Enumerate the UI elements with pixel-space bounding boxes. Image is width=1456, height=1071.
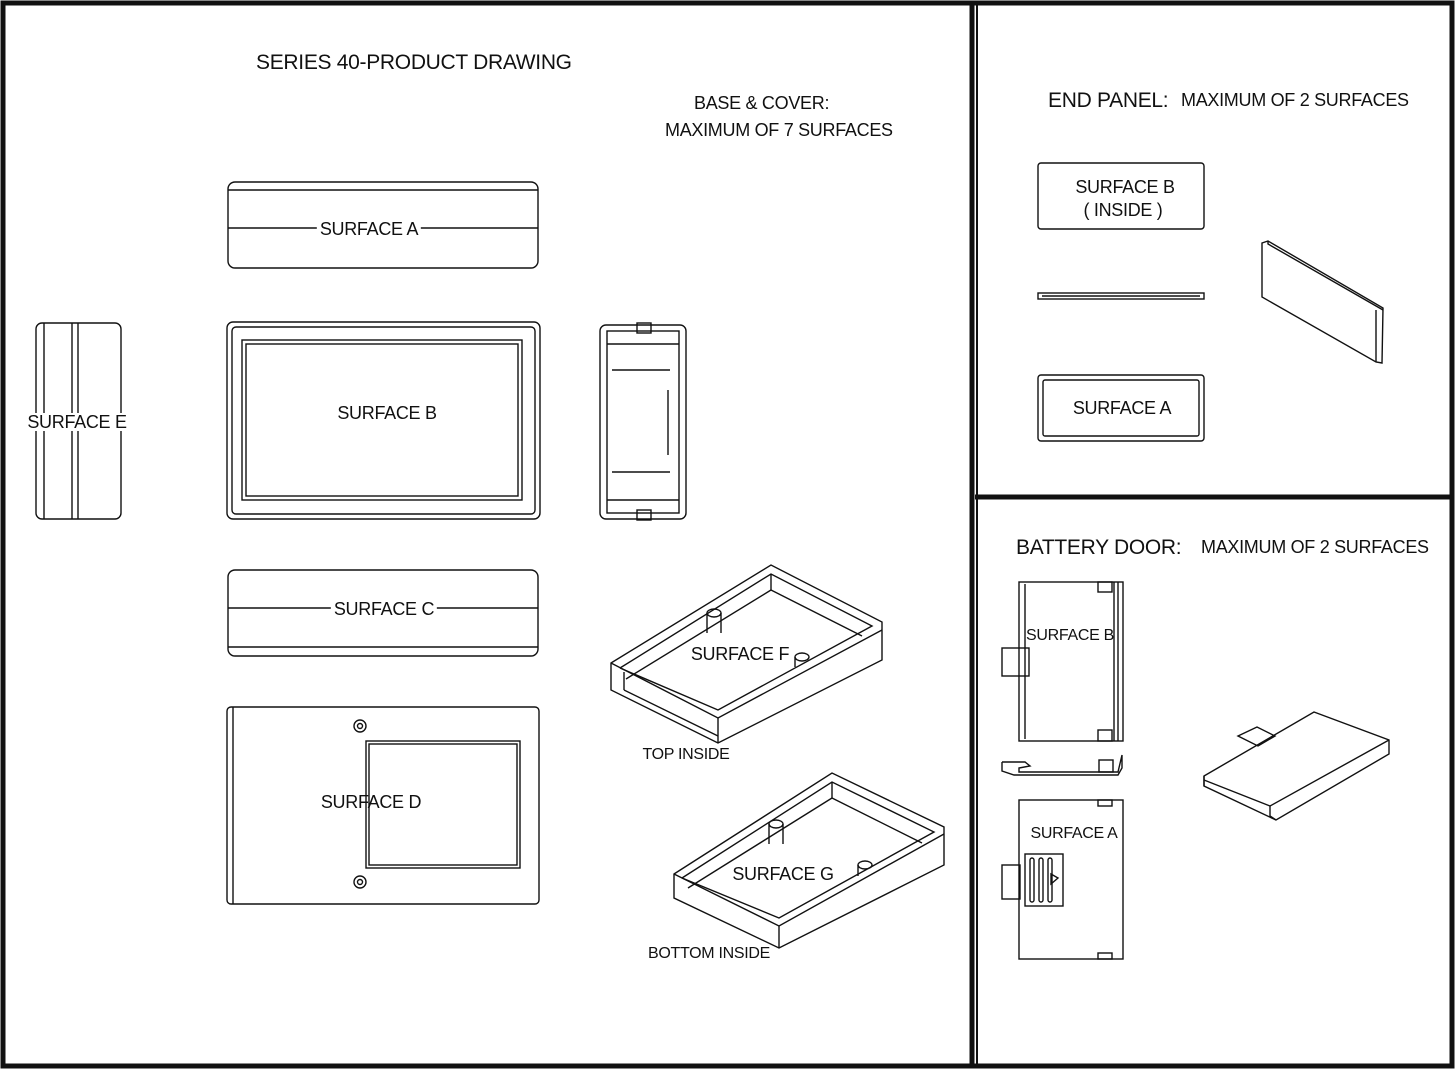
end-view xyxy=(599,322,687,521)
end-panel-surface-a-label: SURFACE A xyxy=(1072,398,1172,418)
end-panel-title: END PANEL: xyxy=(1048,89,1169,112)
page-title: SERIES 40-PRODUCT DRAWING xyxy=(256,51,572,74)
surface-c-label: SURFACE C xyxy=(330,600,438,618)
surface-a-label: SURFACE A xyxy=(316,220,422,238)
surface-d-label: SURFACE D xyxy=(320,792,422,812)
surface-f-label: SURFACE F xyxy=(690,644,790,664)
top-inside-label: TOP INSIDE xyxy=(642,746,730,763)
base-cover-label: BASE & COVER: xyxy=(694,93,830,113)
end-panel-views xyxy=(1037,162,1384,442)
surface-b-label: SURFACE B xyxy=(337,403,437,423)
end-panel-surface-b-label: SURFACE B xyxy=(1075,177,1175,197)
battery-door-surface-a-label: SURFACE A xyxy=(1030,825,1118,842)
top-inside-iso xyxy=(610,564,883,744)
end-panel-surface-b-note: ( INSIDE ) xyxy=(1083,200,1163,220)
end-panel-max: MAXIMUM OF 2 SURFACES xyxy=(1181,90,1409,110)
battery-door-max: MAXIMUM OF 2 SURFACES xyxy=(1201,537,1429,557)
bottom-inside-label: BOTTOM INSIDE xyxy=(647,945,771,962)
battery-door-surface-b-label: SURFACE B xyxy=(1026,627,1114,644)
surface-d-view xyxy=(226,706,540,905)
battery-door-title: BATTERY DOOR: xyxy=(1016,536,1182,559)
surface-b-view xyxy=(226,321,541,520)
surface-e-label: SURFACE E xyxy=(27,412,127,432)
bottom-inside-iso xyxy=(673,772,945,949)
base-cover-max: MAXIMUM OF 7 SURFACES xyxy=(665,120,893,140)
surface-g-label: SURFACE G xyxy=(732,864,834,884)
battery-door-views xyxy=(1001,581,1390,960)
